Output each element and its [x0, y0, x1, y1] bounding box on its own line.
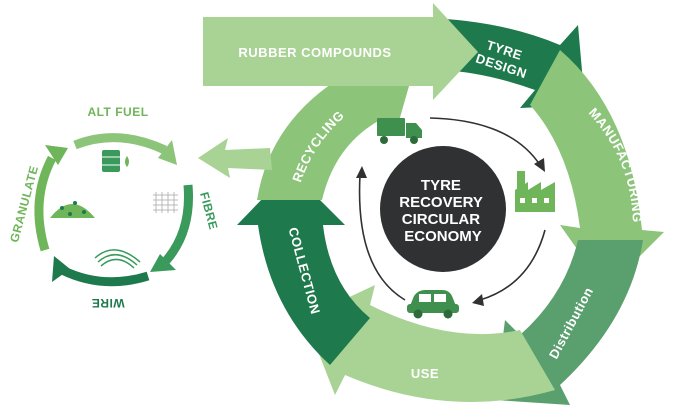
- arrowhead-to-car: [472, 294, 484, 306]
- truck-icon: [377, 118, 422, 144]
- small-cycle-ring: [34, 133, 193, 287]
- arrowhead-to-truck: [356, 166, 367, 178]
- oil-barrel-icon: [102, 150, 129, 172]
- small-arc-bottom: [60, 265, 150, 287]
- rubber-compounds-arrow: [203, 3, 478, 100]
- small-arc-right: [161, 184, 193, 266]
- small-cycle-arrowheads: [45, 140, 177, 282]
- rubber-compounds-label: RUBBER COMPOUNDS: [238, 45, 391, 60]
- granulate-pile-icon: [50, 201, 95, 218]
- inner-arrow-left: [358, 174, 406, 301]
- fibre-label: FIBRE: [197, 191, 220, 232]
- core-line3: CIRCULAR: [402, 211, 480, 228]
- alt-fuel-label: ALT FUEL: [87, 105, 148, 119]
- core-line4: ECONOMY: [404, 228, 482, 245]
- factory-icon: [515, 171, 555, 212]
- manufacturing-segment: [530, 50, 664, 290]
- core-line1: TYRE: [421, 177, 461, 194]
- use-segment: [305, 285, 555, 402]
- outflow-arrow: [198, 138, 272, 178]
- arrowhead-to-factory: [534, 158, 545, 172]
- inner-arrowheads: [356, 158, 545, 306]
- small-arc-left: [34, 155, 57, 252]
- inner-cycle-arrows: [358, 117, 546, 301]
- collection-segment: [237, 170, 370, 365]
- inner-arrow-top-right: [429, 117, 541, 166]
- wire-label: WIRE: [91, 296, 124, 310]
- use-label: USE: [411, 366, 439, 381]
- small-arc-top: [73, 133, 167, 155]
- inner-arrow-bottom-right: [479, 229, 546, 301]
- core-title: TYRE RECOVERY CIRCULAR ECONOMY: [399, 177, 487, 245]
- fibre-mesh-icon: [153, 192, 178, 213]
- recycling-segment: [257, 55, 415, 200]
- core-line2: RECOVERY: [399, 194, 483, 211]
- car-icon: [407, 290, 459, 319]
- core-circle: [380, 146, 506, 272]
- wire-coil-icon: [94, 249, 141, 269]
